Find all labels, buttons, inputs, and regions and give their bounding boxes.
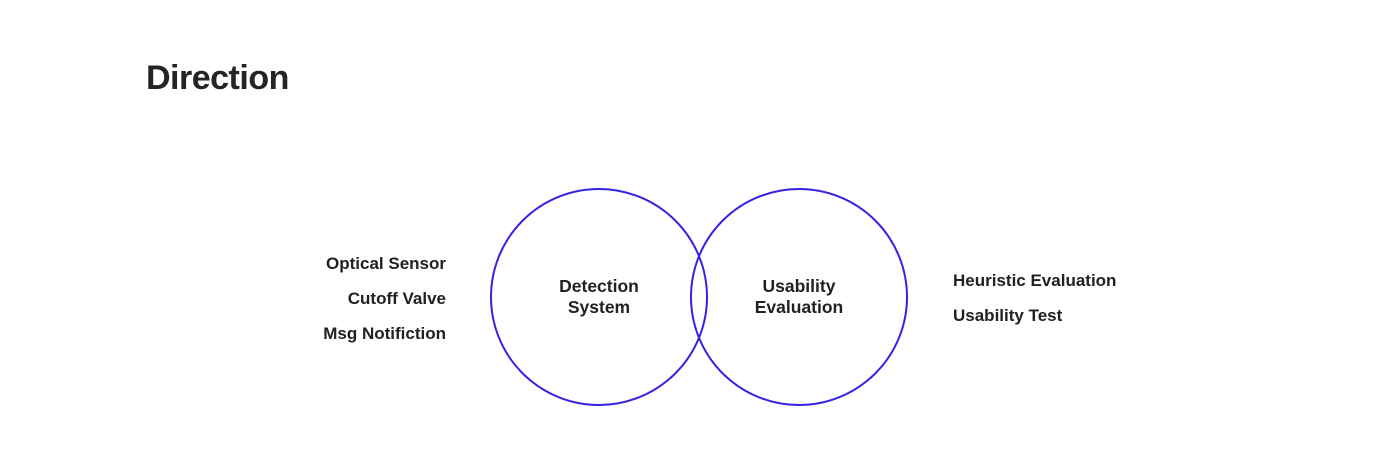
label-heuristic-evaluation: Heuristic Evaluation — [953, 271, 1117, 290]
label-optical-sensor: Optical Sensor — [326, 254, 446, 273]
label-msg-notifiction: Msg Notifiction — [323, 324, 446, 343]
detection-system-circle-label: Detection System — [559, 276, 639, 317]
usability-evaluation-circle: Usability Evaluation — [690, 188, 908, 406]
detection-system-outside-labels: Optical Sensor Cutoff Valve Msg Notifict… — [323, 252, 446, 346]
label-cutoff-valve: Cutoff Valve — [347, 289, 446, 308]
usability-evaluation-circle-label: Usability Evaluation — [754, 276, 844, 317]
usability-evaluation-outside-labels: Heuristic Evaluation Usability Test — [953, 269, 1116, 328]
detection-system-circle: Detection System — [490, 188, 708, 406]
label-usability-test: Usability Test — [953, 306, 1063, 325]
page-title: Direction — [146, 59, 289, 97]
